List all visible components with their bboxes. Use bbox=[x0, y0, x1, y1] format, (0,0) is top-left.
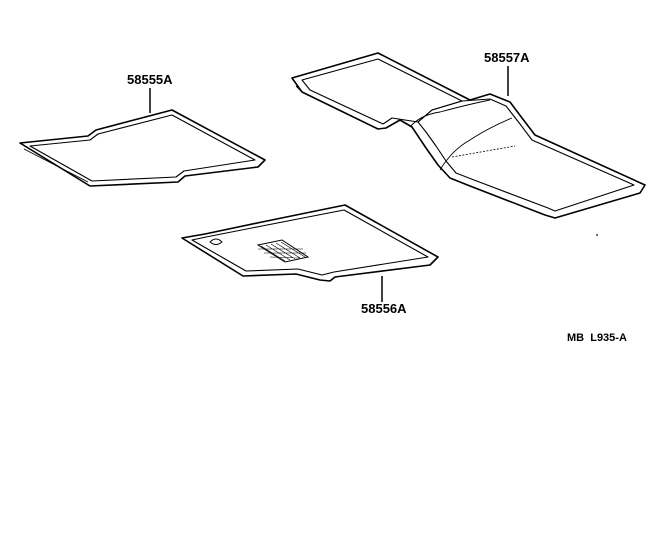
floor-mat-58555a bbox=[19, 109, 266, 187]
part-label-58556a: 58556A bbox=[361, 301, 407, 316]
part-label-58555a: 58555A bbox=[127, 72, 173, 87]
heel-pad bbox=[256, 239, 310, 263]
floor-mat-58556a bbox=[181, 204, 439, 282]
part-label-58557a: 58557A bbox=[484, 50, 530, 65]
diagram-code: MB L935-A bbox=[567, 332, 627, 344]
floor-mat-58557a bbox=[291, 52, 646, 219]
stray-mark bbox=[596, 234, 598, 236]
